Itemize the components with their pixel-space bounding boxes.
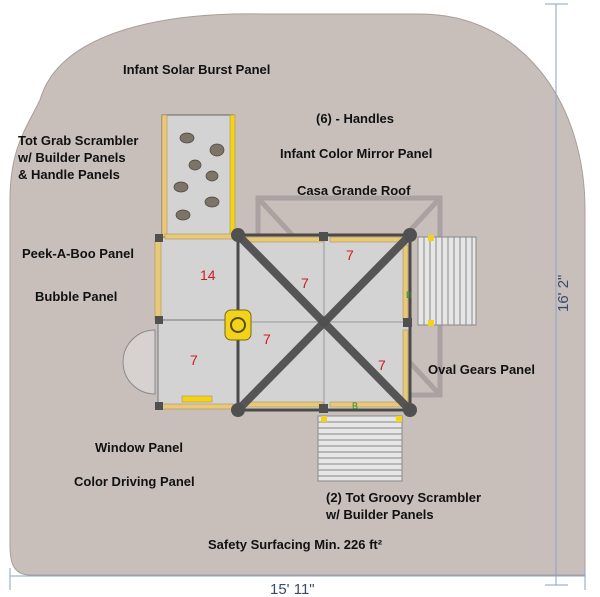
label-peek-a-boo: Peek-A-Boo Panel [22,246,134,261]
bubble-panel-dome [122,329,156,395]
label-oval-gears: Oval Gears Panel [428,362,535,377]
label-bubble-panel: Bubble Panel [35,289,117,304]
yellow-panel-bottom [181,395,213,403]
panel-mark-b-bottom: B [352,401,358,411]
label-color-driving: Color Driving Panel [74,474,195,489]
tot-grab-scrambler [161,114,236,241]
label-window-panel: Window Panel [95,440,183,455]
stairs-right [417,235,477,326]
label-infant-color-mirror: Infant Color Mirror Panel [280,146,432,161]
posts [155,228,417,417]
label-tot-groovy-line1: (2) Tot Groovy Scrambler [326,490,481,505]
color-driving-panel-figure [224,309,252,341]
label-tot-grab-line1: Tot Grab Scrambler [18,133,138,148]
deck-height-left-upper: 14 [200,267,216,283]
deck-height-center-top: 7 [301,275,309,291]
panel-mark-b-right: B [406,290,412,300]
deck-height-center-left: 7 [263,331,271,347]
deck-left-upper [157,236,239,321]
stairs-bottom [317,415,403,482]
deck-height-center-right: 7 [378,357,386,373]
dimension-height: 16' 2" [555,275,572,312]
dimension-lines [9,3,586,590]
label-tot-groovy-line2: w/ Builder Panels [325,507,434,522]
deck-height-top-right: 7 [346,247,354,263]
label-tot-grab-line2: w/ Builder Panels [17,150,126,165]
dimension-width: 15' 11" [270,581,315,597]
label-tot-grab-line3: & Handle Panels [18,167,120,182]
label-infant-solar-burst: Infant Solar Burst Panel [123,62,270,77]
deck-height-left-lower: 7 [190,352,198,368]
label-casa-grande-roof: Casa Grande Roof [297,183,411,198]
label-handles: (6) - Handles [316,111,394,126]
label-safety-surfacing: Safety Surfacing Min. 226 ft² [208,537,383,552]
